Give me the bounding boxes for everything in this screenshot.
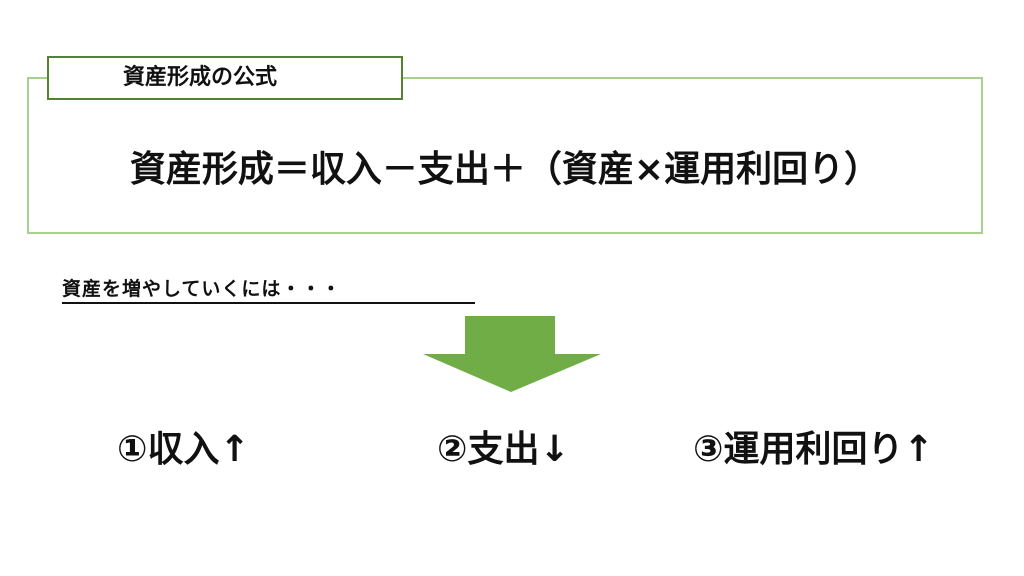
down-arrow-icon xyxy=(423,316,601,392)
item-expense-down: ②支出↓ xyxy=(437,429,570,470)
subheading: 資産を増やしていくには・・・ xyxy=(62,278,342,300)
item-yield-up: ③運用利回り↑ xyxy=(693,429,934,470)
formula-box-label: 資産形成の公式 xyxy=(47,56,403,100)
item-income-up: ①収入↑ xyxy=(117,429,250,470)
subheading-underline xyxy=(62,302,475,304)
formula-box xyxy=(27,77,983,234)
formula-text: 資産形成＝収入－支出＋（資産×運用利回り） xyxy=(129,149,881,190)
